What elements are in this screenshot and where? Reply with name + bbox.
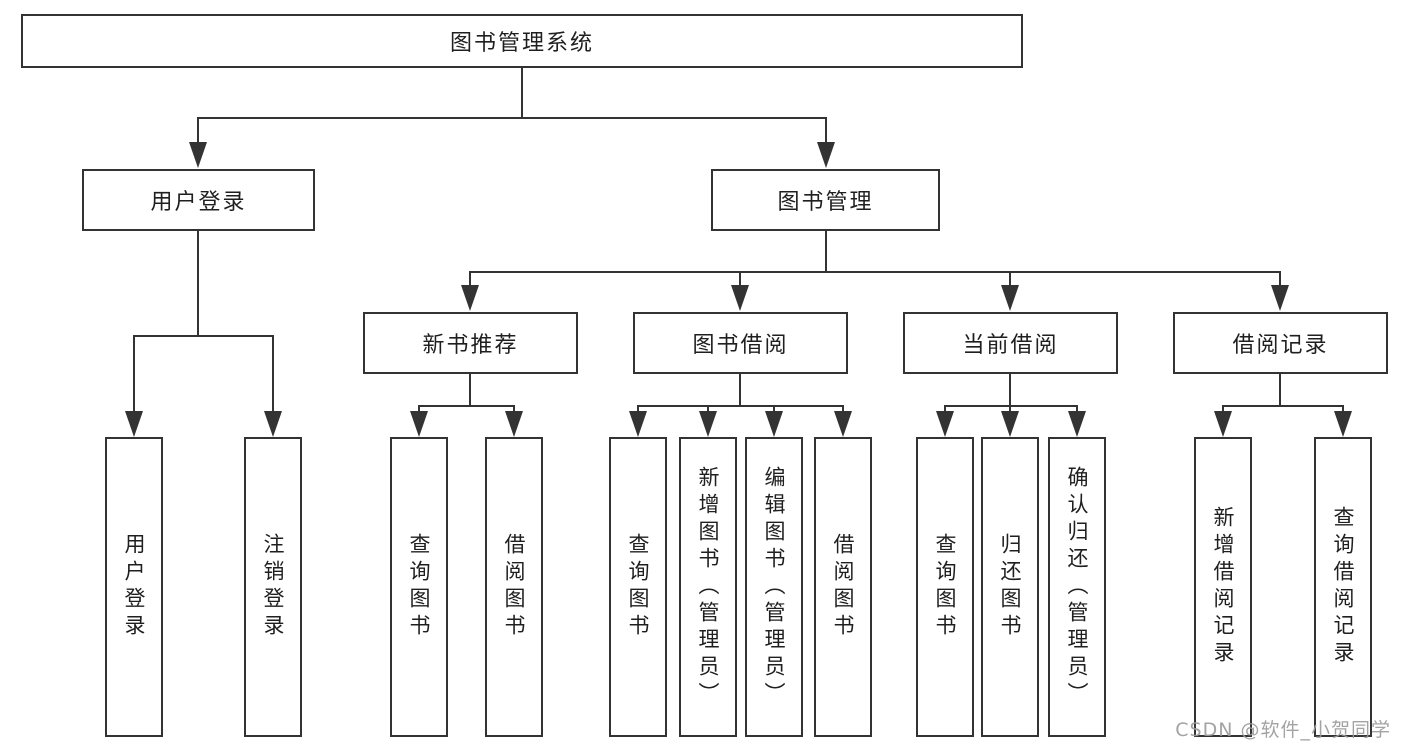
arrow-down-icon	[1001, 285, 1019, 311]
arrow-down-icon	[1001, 411, 1019, 437]
connector-line	[739, 272, 741, 286]
leaf-query-borrow-record: 查询借阅记录	[1314, 437, 1372, 737]
arrow-down-icon	[505, 411, 523, 437]
node-current-borrow: 当前借阅	[903, 312, 1118, 374]
connector-line	[1222, 405, 1344, 407]
connector-line	[825, 118, 827, 143]
node-book-borrow: 图书借阅	[633, 312, 848, 374]
node-user-login: 用户登录	[82, 169, 315, 231]
connector-line	[469, 374, 471, 407]
leaf-edit-books-admin: 编辑图书（管理员）	[745, 437, 803, 737]
connector-line	[469, 271, 1281, 273]
connector-line	[1342, 406, 1344, 412]
connector-line	[944, 406, 946, 412]
connector-line	[773, 406, 775, 412]
connector-line	[707, 406, 709, 412]
arrow-down-icon	[264, 411, 282, 437]
leaf-confirm-return-admin: 确认归还（管理员）	[1048, 437, 1106, 737]
connector-line	[197, 117, 827, 119]
leaf-query-books-borrow: 查询图书	[609, 437, 667, 737]
arrow-down-icon	[834, 411, 852, 437]
leaf-query-books-current: 查询图书	[916, 437, 974, 737]
connector-line	[637, 405, 844, 407]
arrow-down-icon	[1068, 411, 1086, 437]
leaf-return-books: 归还图书	[981, 437, 1039, 737]
arrow-down-icon	[461, 285, 479, 311]
leaf-user-login: 用户登录	[105, 437, 163, 737]
node-book-management: 图书管理	[711, 169, 940, 231]
arrow-down-icon	[936, 411, 954, 437]
arrow-down-icon	[765, 411, 783, 437]
connector-line	[133, 335, 274, 337]
leaf-logout: 注销登录	[244, 437, 302, 737]
node-borrow-records: 借阅记录	[1173, 312, 1388, 374]
arrow-down-icon	[1271, 285, 1289, 311]
connector-line	[637, 406, 639, 412]
csdn-watermark: CSDN @软件_小贺同学	[1175, 719, 1391, 741]
connector-line	[197, 118, 199, 143]
arrow-down-icon	[189, 142, 207, 168]
connector-line	[842, 406, 844, 412]
connector-line	[1009, 272, 1011, 286]
connector-line	[133, 336, 135, 412]
connector-line	[944, 405, 1078, 407]
arrow-down-icon	[629, 411, 647, 437]
connector-line	[418, 405, 515, 407]
leaf-borrow-books: 借阅图书	[814, 437, 872, 737]
connector-line	[1076, 406, 1078, 412]
arrow-down-icon	[1214, 411, 1232, 437]
connector-line	[1279, 374, 1281, 407]
connector-line	[1222, 406, 1224, 412]
node-new-book-recommend: 新书推荐	[363, 312, 578, 374]
node-root: 图书管理系统	[21, 14, 1023, 68]
arrow-down-icon	[1334, 411, 1352, 437]
connector-line	[197, 231, 199, 337]
leaf-add-borrow-record: 新增借阅记录	[1194, 437, 1252, 737]
leaf-query-books-recommend: 查询图书	[390, 437, 448, 737]
arrow-down-icon	[731, 285, 749, 311]
connector-line	[272, 336, 274, 412]
connector-line	[418, 406, 420, 412]
connector-line	[521, 68, 523, 119]
leaf-borrow-books-recommend: 借阅图书	[485, 437, 543, 737]
leaf-add-books-admin: 新增图书（管理员）	[679, 437, 737, 737]
connector-line	[1009, 406, 1011, 412]
arrow-down-icon	[699, 411, 717, 437]
connector-line	[739, 374, 741, 407]
arrow-down-icon	[817, 142, 835, 168]
arrow-down-icon	[125, 411, 143, 437]
arrow-down-icon	[410, 411, 428, 437]
connector-line	[1279, 272, 1281, 286]
connector-line	[469, 272, 471, 286]
connector-line	[825, 231, 827, 273]
connector-line	[513, 406, 515, 412]
connector-line	[1009, 374, 1011, 407]
